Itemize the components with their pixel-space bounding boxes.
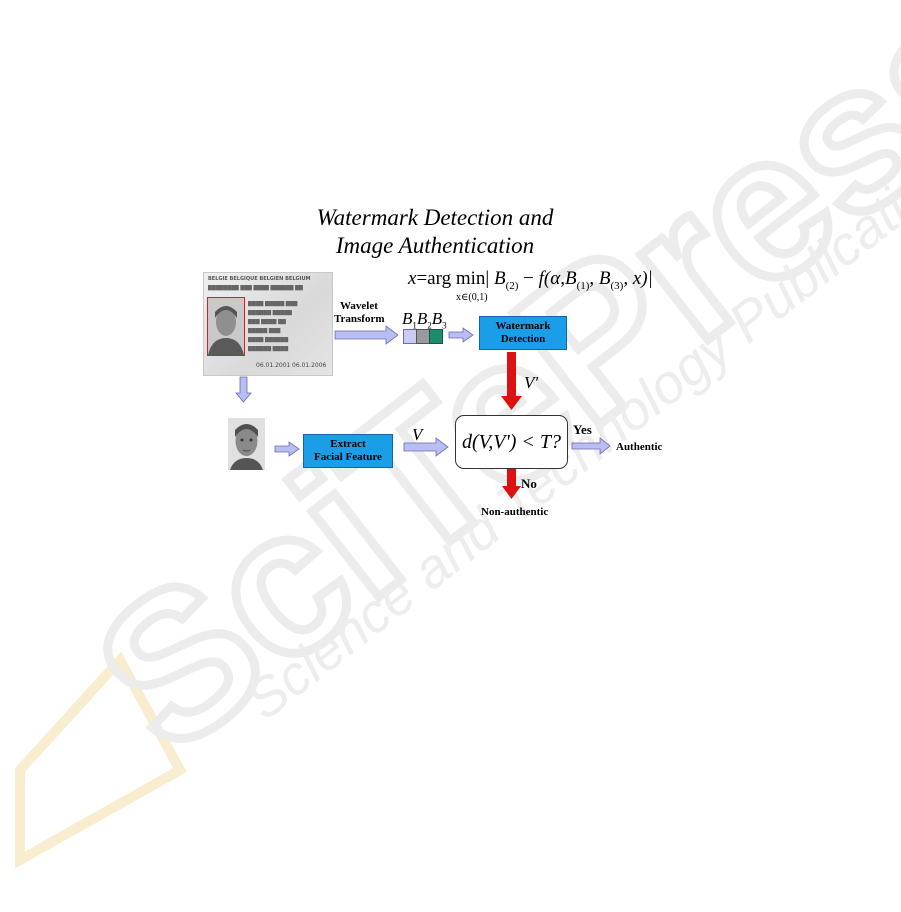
diagram-title-line2: Image Authentication xyxy=(335,233,535,258)
authentic-label: Authentic xyxy=(616,441,663,453)
argmin-operator: arg min xyxy=(427,268,486,289)
argmin-subscript: x∈(0,1) xyxy=(456,292,488,303)
arrow-extract-to-decision xyxy=(403,437,449,457)
id-card-date-left: 06.01.2001 xyxy=(256,362,291,369)
id-card-image: BELGIE BELGIQUE BELGIEN BELGIUM ████████… xyxy=(203,272,333,376)
watermark-detection-box: Watermark Detection xyxy=(479,316,567,350)
id-card-date-right: 06.01.2006 xyxy=(292,362,327,369)
non-authentic-label: Non-authentic xyxy=(481,506,549,518)
wavelet-label-line1: Wavelet xyxy=(340,300,378,312)
arrow-bands-to-detection xyxy=(448,327,474,343)
extracted-face-image xyxy=(228,418,265,470)
face-region-box xyxy=(207,297,245,356)
diagram-title-line1: Watermark Detection and xyxy=(316,205,554,230)
arrow-v-prime xyxy=(501,352,522,410)
band-b3 xyxy=(429,329,443,344)
decision-box: d(V,V') < T? xyxy=(455,415,568,469)
face-photo-icon xyxy=(208,306,244,355)
v-prime-label: V' xyxy=(524,373,539,392)
arrow-no xyxy=(502,469,521,499)
no-label: No xyxy=(521,476,537,491)
watermark-shape xyxy=(15,651,187,869)
id-card-header: BELGIE BELGIQUE BELGIEN BELGIUM xyxy=(208,276,311,282)
arrow-wavelet xyxy=(334,325,399,345)
extract-facial-feature-box: Extract Facial Feature xyxy=(303,434,393,468)
arrow-yes xyxy=(571,437,611,455)
band-labels: B1B2B3 xyxy=(402,309,447,331)
argmin-formula: x=arg min| B(2) − f(α,B(1), B(3), x)| x∈… xyxy=(408,268,653,303)
wavelet-label-line2: Transform xyxy=(334,313,385,325)
arrow-card-to-face xyxy=(235,376,252,403)
yes-label: Yes xyxy=(573,422,592,437)
v-label: V xyxy=(412,425,423,444)
face-crop-icon xyxy=(230,424,263,470)
arrow-face-to-extract xyxy=(274,441,300,457)
